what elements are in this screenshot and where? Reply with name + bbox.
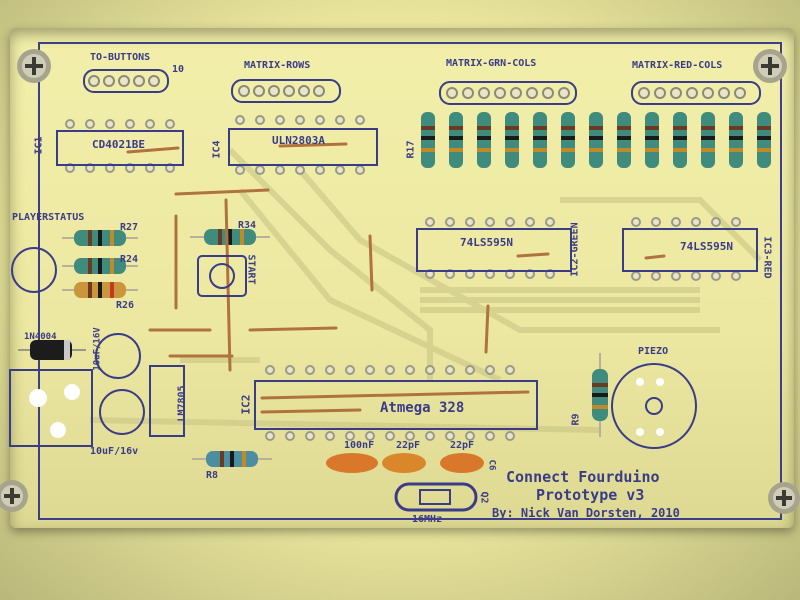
ic2-atmega-outline — [254, 380, 538, 430]
label-r27: R27 — [120, 222, 139, 233]
power-jack — [9, 369, 93, 447]
label-cd4021: CD4021BE — [92, 138, 145, 151]
label-100nf: 100nF — [344, 440, 375, 451]
jumper-wires — [126, 142, 666, 414]
piezo-outline — [611, 363, 697, 449]
label-matrix-grn-cols: MATRIX-GRN-COLS — [446, 58, 537, 69]
label-ic2: IC2 — [239, 394, 253, 415]
ceramic-caps — [326, 453, 484, 473]
label-matrix-red-cols: MATRIX-RED-COLS — [632, 60, 723, 71]
pin-headers — [83, 69, 761, 105]
board-title: Connect Fourduino — [506, 468, 660, 486]
label-ic2-green: IC2-GREEN — [569, 222, 581, 277]
label-ic1: IC1 — [33, 136, 45, 155]
label-74ls595n-green: 74LS595N — [460, 236, 513, 249]
ic2-green-outline — [416, 228, 572, 272]
label-22pf-b: 22pF — [450, 440, 475, 451]
diode-1n4004 — [18, 340, 86, 360]
board-author: By: Nick Van Dorsten, 2010 — [492, 506, 680, 520]
pcb-board — [10, 28, 794, 528]
label-ic4: IC4 — [211, 140, 223, 159]
label-atmega: Atmega 328 — [380, 400, 465, 416]
label-cap-lower: 10uF/16v — [90, 446, 139, 457]
label-to-buttons-pin: 10 — [172, 64, 185, 75]
label-r34: R34 — [238, 220, 257, 231]
label-q2: Q2 — [478, 491, 490, 504]
header-pads — [88, 75, 746, 99]
label-lm7805: LM7805 — [176, 385, 188, 422]
label-piezo: PIEZO — [638, 346, 669, 357]
left-resistors — [62, 229, 608, 467]
ic4-outline — [228, 128, 378, 166]
label-r17: R17 — [405, 140, 417, 159]
label-ic3-red: IC3-RED — [761, 236, 773, 279]
label-22pf-a: 22pF — [396, 440, 421, 451]
label-c6: C6 — [486, 459, 497, 471]
label-start: START — [245, 254, 257, 285]
board-version: Prototype v3 — [536, 486, 645, 504]
label-74ls595n-red: 74LS595N — [680, 240, 733, 253]
label-cap-upper: 10uF/16V — [92, 327, 103, 371]
ic1-outline — [56, 130, 184, 166]
button-pad — [197, 255, 247, 297]
mounting-screws — [0, 49, 800, 514]
label-16mhz: 16MHz — [412, 514, 443, 525]
ic3-red-outline — [622, 228, 758, 272]
label-to-buttons: TO-BUTTONS — [90, 52, 151, 63]
status-led-outline — [11, 247, 57, 293]
resistor-array — [421, 112, 771, 168]
regulator-outline — [149, 365, 185, 437]
label-player-status: PLAYERSTATUS — [12, 212, 85, 223]
label-r8: R8 — [206, 470, 219, 481]
label-r9: R9 — [570, 413, 582, 426]
crystal — [394, 482, 478, 512]
label-r26: R26 — [116, 300, 135, 311]
label-1n4004: 1N4004 — [24, 332, 57, 342]
label-r24: R24 — [120, 254, 139, 265]
board-outline — [38, 42, 782, 520]
electrolytic-caps — [95, 333, 145, 435]
label-matrix-rows: MATRIX-ROWS — [244, 60, 311, 71]
label-uln2803: ULN2803A — [272, 134, 325, 147]
